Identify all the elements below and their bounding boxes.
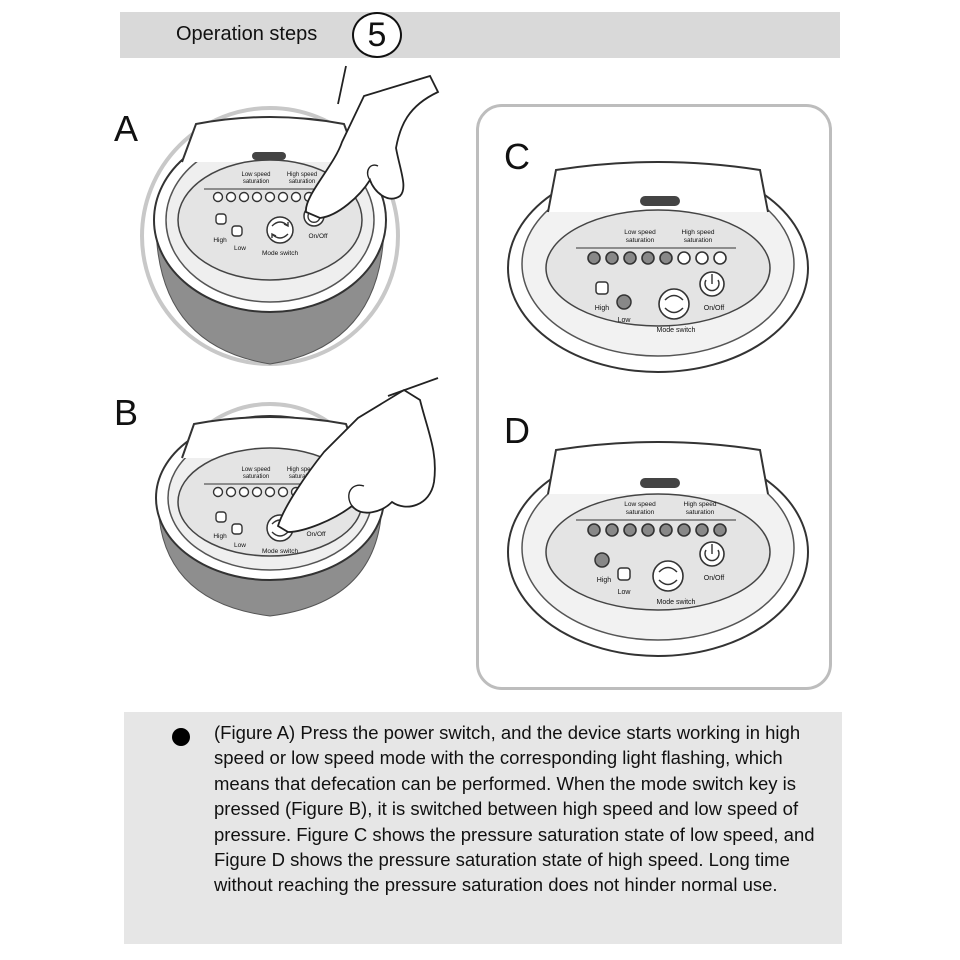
high-speed-label: High speed xyxy=(287,467,317,473)
high-speed-label: High speed xyxy=(682,229,715,236)
mode-switch-arrows-icon xyxy=(658,288,690,320)
finger-pointing-icon xyxy=(276,377,439,533)
low-label: Low xyxy=(618,317,632,324)
low-speed-label-2: saturation xyxy=(626,237,655,244)
on-off-label: On/Off xyxy=(308,233,327,240)
high-speed-label: High speed xyxy=(287,172,317,178)
power-icon xyxy=(699,271,725,297)
high-label: High xyxy=(213,533,227,540)
speaker-grille-icon xyxy=(252,152,286,160)
description-box: (Figure A) Press the power switch, and t… xyxy=(124,712,842,944)
high-speed-label-2: saturation xyxy=(684,237,713,244)
low-speed-label-2: saturation xyxy=(243,474,269,480)
low-speed-label-2: saturation xyxy=(243,179,269,185)
mode-switch-arrows-icon xyxy=(652,560,684,592)
on-off-label: On/Off xyxy=(704,575,725,582)
description-text: (Figure A) Press the power switch, and t… xyxy=(214,722,815,896)
on-off-label: On/Off xyxy=(704,305,725,312)
page-title: Operation steps xyxy=(176,23,318,45)
figure-c: Low speed saturation High speed saturati… xyxy=(507,161,809,373)
figure-a-letter: A xyxy=(114,108,139,149)
low-speed-label: Low speed xyxy=(241,467,270,473)
speaker-grille-icon xyxy=(640,196,680,206)
figure-b: Low speed saturation High speed saturati… xyxy=(155,377,439,617)
on-off-label: On/Off xyxy=(306,531,325,538)
mode-switch-arrows-icon xyxy=(266,216,294,244)
low-speed-label: Low speed xyxy=(624,229,656,236)
low-speed-label: Low speed xyxy=(241,172,270,178)
low-speed-label: Low speed xyxy=(624,501,656,508)
mode-switch-label: Mode switch xyxy=(657,599,696,606)
figure-a: Low speed saturation High speed saturati… xyxy=(140,65,440,366)
figure-c-letter: C xyxy=(504,136,530,177)
low-speed-label-2: saturation xyxy=(626,509,655,516)
step-number-badge: 5 xyxy=(352,12,402,58)
high-label: High xyxy=(213,237,227,244)
high-speed-label-2: saturation xyxy=(289,179,315,185)
mode-switch-label: Mode switch xyxy=(262,250,299,257)
finger-pointing-icon xyxy=(305,65,440,219)
figure-d-letter: D xyxy=(504,410,530,451)
figure-d: Low speed saturation High speed saturati… xyxy=(507,441,809,657)
bullet-icon xyxy=(172,728,190,746)
high-label: High xyxy=(595,305,610,312)
high-speed-label: High speed xyxy=(684,501,717,508)
header-bar: Operation steps 5 xyxy=(120,12,840,58)
speaker-grille-icon xyxy=(640,478,680,488)
low-label: Low xyxy=(618,589,632,596)
high-speed-label-2: saturation xyxy=(686,509,715,516)
high-label: High xyxy=(597,577,612,584)
figure-cd-frame xyxy=(476,104,832,690)
power-icon xyxy=(699,541,725,567)
high-speed-label-2: saturation xyxy=(289,474,315,480)
low-label: Low xyxy=(234,245,246,252)
low-label: Low xyxy=(234,542,246,549)
figure-b-letter: B xyxy=(114,392,139,433)
mode-switch-label: Mode switch xyxy=(657,327,696,334)
mode-switch-label: Mode switch xyxy=(262,548,299,555)
